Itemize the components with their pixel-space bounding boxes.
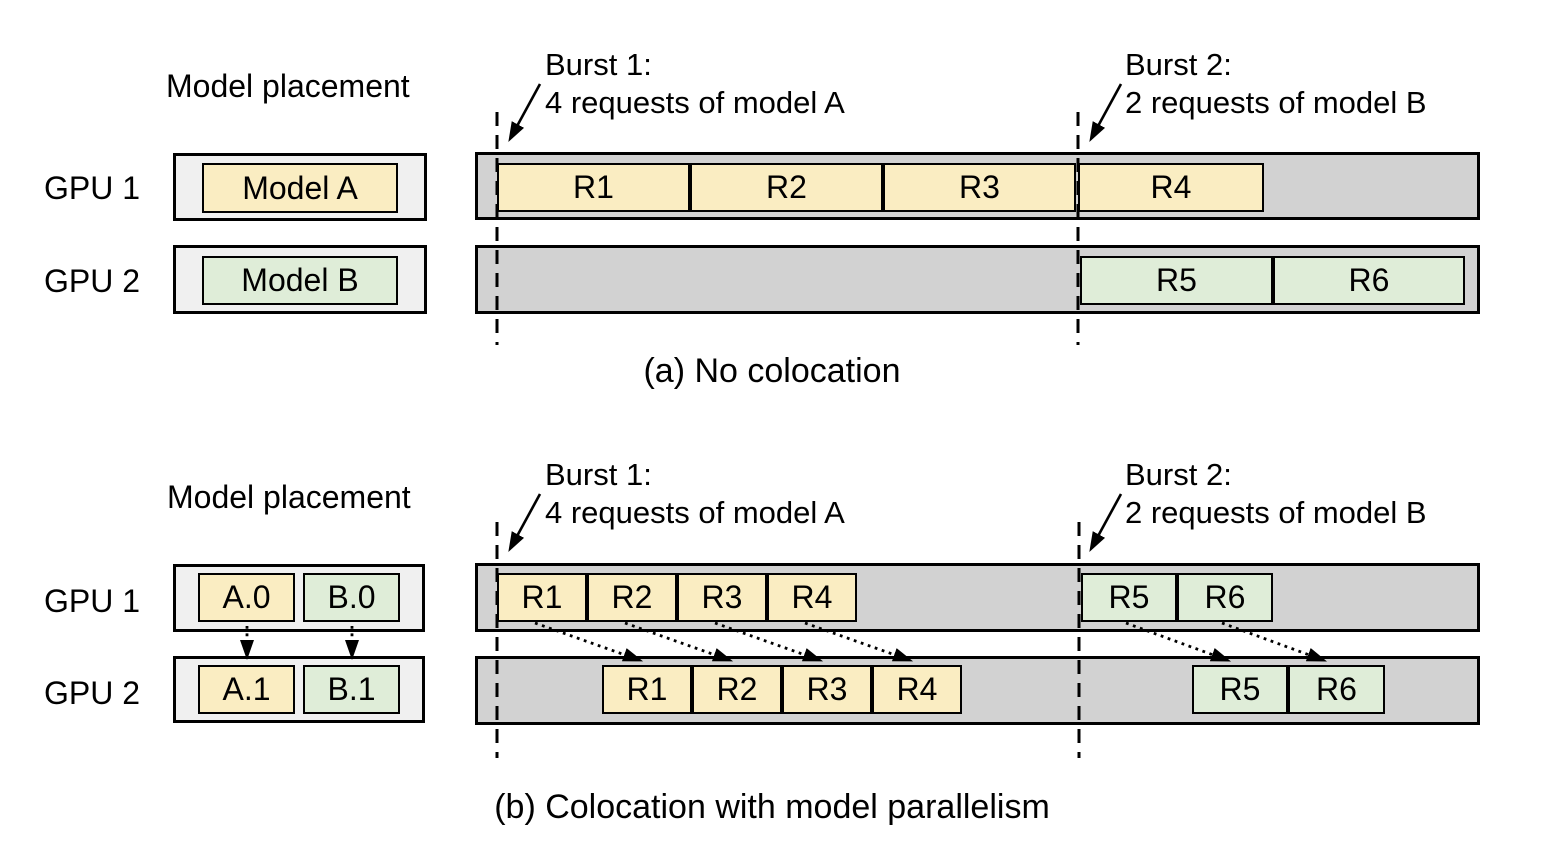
request-block: R3: [782, 665, 872, 714]
model-a-stage1-box: A.1: [198, 665, 295, 714]
burst1-title: Burst 1:: [545, 47, 652, 82]
gpu2-label: GPU 2: [44, 263, 141, 299]
burst2-annotation: Burst 2: 2 requests of model B: [1125, 46, 1427, 122]
model-a-stage0-box: A.0: [198, 573, 295, 622]
request-block: R2: [587, 573, 677, 622]
burst1-annotation: Burst 1: 4 requests of model A: [545, 46, 845, 122]
request-block: R5: [1080, 256, 1273, 305]
request-block: R4: [872, 665, 962, 714]
request-block: R4: [1078, 163, 1264, 212]
request-block: R3: [883, 163, 1076, 212]
burst2-desc: 2 requests of model B: [1125, 495, 1427, 530]
placement-title: Model placement: [167, 479, 411, 515]
burst2-annotation: Burst 2: 2 requests of model B: [1125, 456, 1427, 532]
burst2-title: Burst 2:: [1125, 47, 1232, 82]
request-block: R1: [497, 573, 587, 622]
burst1-desc: 4 requests of model A: [545, 495, 845, 530]
caption-a: (a) No colocation: [643, 352, 901, 390]
request-block: R2: [690, 163, 883, 212]
model-b-stage0-box: B.0: [303, 573, 400, 622]
request-block: R3: [677, 573, 767, 622]
model-a-box: Model A: [202, 163, 398, 213]
request-block: R6: [1288, 665, 1385, 714]
request-block: R5: [1192, 665, 1288, 714]
burst1-title: Burst 1:: [545, 457, 652, 492]
model-b-box: Model B: [202, 256, 398, 305]
gpu1-label: GPU 1: [44, 583, 141, 619]
burst2-title: Burst 2:: [1125, 457, 1232, 492]
request-block: R1: [497, 163, 690, 212]
request-block: R2: [692, 665, 782, 714]
request-block: R6: [1177, 573, 1273, 622]
burst1-desc: 4 requests of model A: [545, 85, 845, 120]
request-block: R5: [1081, 573, 1177, 622]
request-block: R1: [602, 665, 692, 714]
burst2-desc: 2 requests of model B: [1125, 85, 1427, 120]
request-block: R4: [767, 573, 857, 622]
model-b-stage1-box: B.1: [303, 665, 400, 714]
gpu2-label: GPU 2: [44, 675, 141, 711]
burst1-annotation: Burst 1: 4 requests of model A: [545, 456, 845, 532]
caption-b: (b) Colocation with model parallelism: [494, 788, 1050, 826]
gpu1-label: GPU 1: [44, 170, 141, 206]
request-block: R6: [1273, 256, 1465, 305]
placement-title: Model placement: [166, 68, 410, 104]
